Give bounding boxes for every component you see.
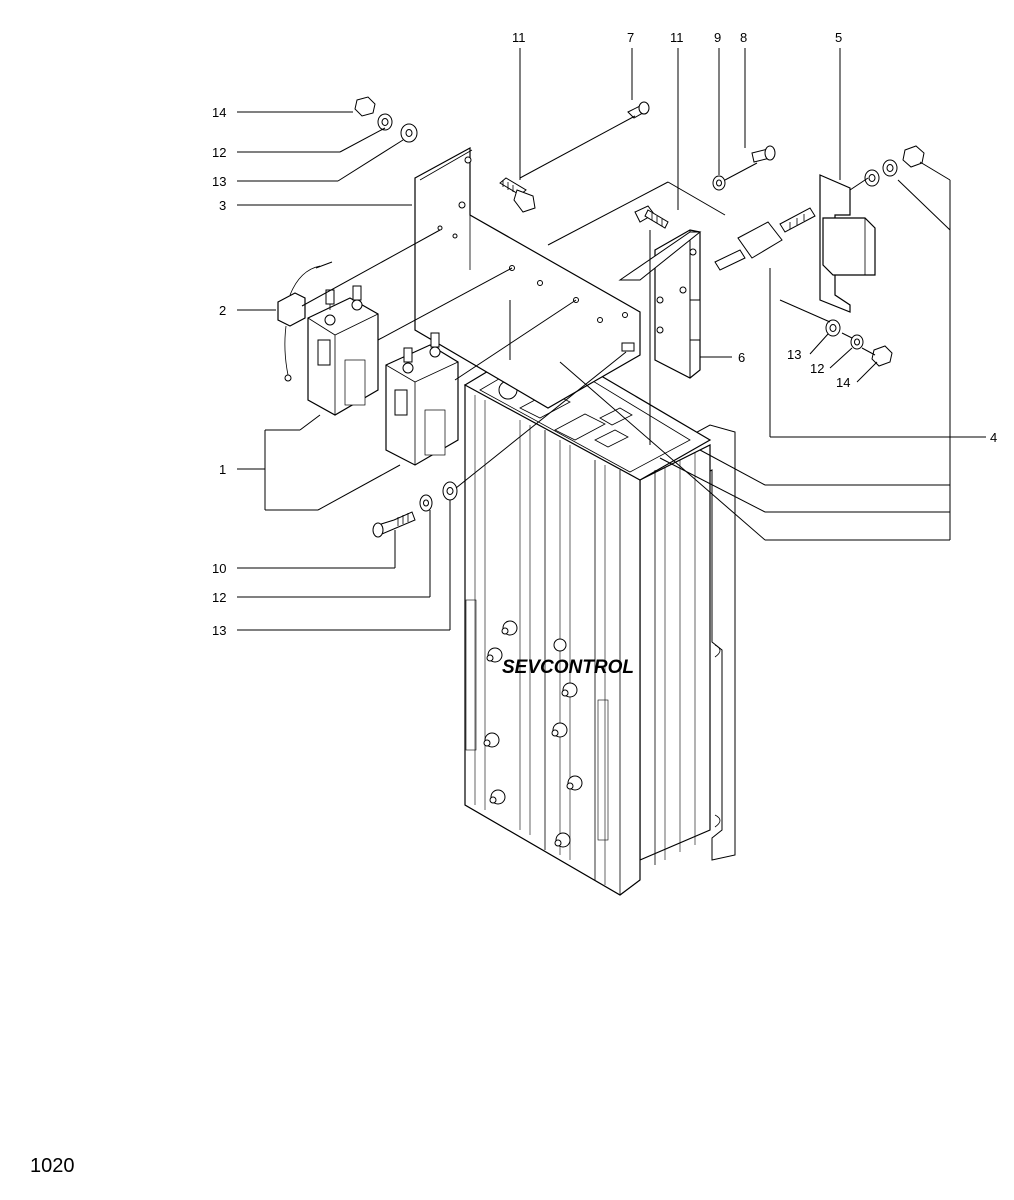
callout-14: 14 (212, 105, 226, 120)
hardware-upper-right (864, 145, 925, 187)
angle-bracket (618, 229, 702, 379)
callout-12: 12 (212, 145, 226, 160)
callout-10: 10 (212, 561, 226, 576)
hardware-lower-left (372, 481, 458, 538)
standoff-4 (714, 207, 816, 271)
callout-11: 11 (670, 30, 684, 45)
contactor-lower (385, 332, 459, 466)
callout-13: 13 (787, 347, 801, 362)
callout-3: 3 (219, 198, 226, 213)
callout-5: 5 (835, 30, 842, 45)
callout-13: 13 (212, 623, 226, 638)
bolt-11-right (634, 205, 669, 229)
contactor-upper (307, 285, 379, 416)
callout-6: 6 (738, 350, 745, 365)
callout-12: 12 (810, 361, 824, 376)
brand-label: SEVCONTROL (502, 657, 634, 678)
callout-11: 11 (512, 30, 526, 45)
hardware-lower-right (825, 319, 893, 367)
motor-controller-housing (463, 339, 736, 896)
callout-7: 7 (627, 30, 634, 45)
suppressor-module (277, 261, 333, 382)
hardware-upper-left (354, 96, 418, 143)
callout-12: 12 (212, 590, 226, 605)
callout-14: 14 (836, 375, 850, 390)
callout-4: 4 (990, 430, 997, 445)
pin-7 (627, 101, 650, 119)
callout-8: 8 (740, 30, 747, 45)
clip-5 (819, 174, 876, 313)
washer-9 (712, 175, 726, 191)
bolt-11-left (499, 177, 536, 213)
callout-9: 9 (714, 30, 721, 45)
screw-8 (751, 145, 776, 163)
callout-2: 2 (219, 303, 226, 318)
page-number: 1020 (30, 1155, 75, 1177)
callout-1: 1 (219, 462, 226, 477)
callout-13: 13 (212, 174, 226, 189)
leader-lines (237, 48, 986, 631)
terminal-posts (483, 620, 583, 848)
